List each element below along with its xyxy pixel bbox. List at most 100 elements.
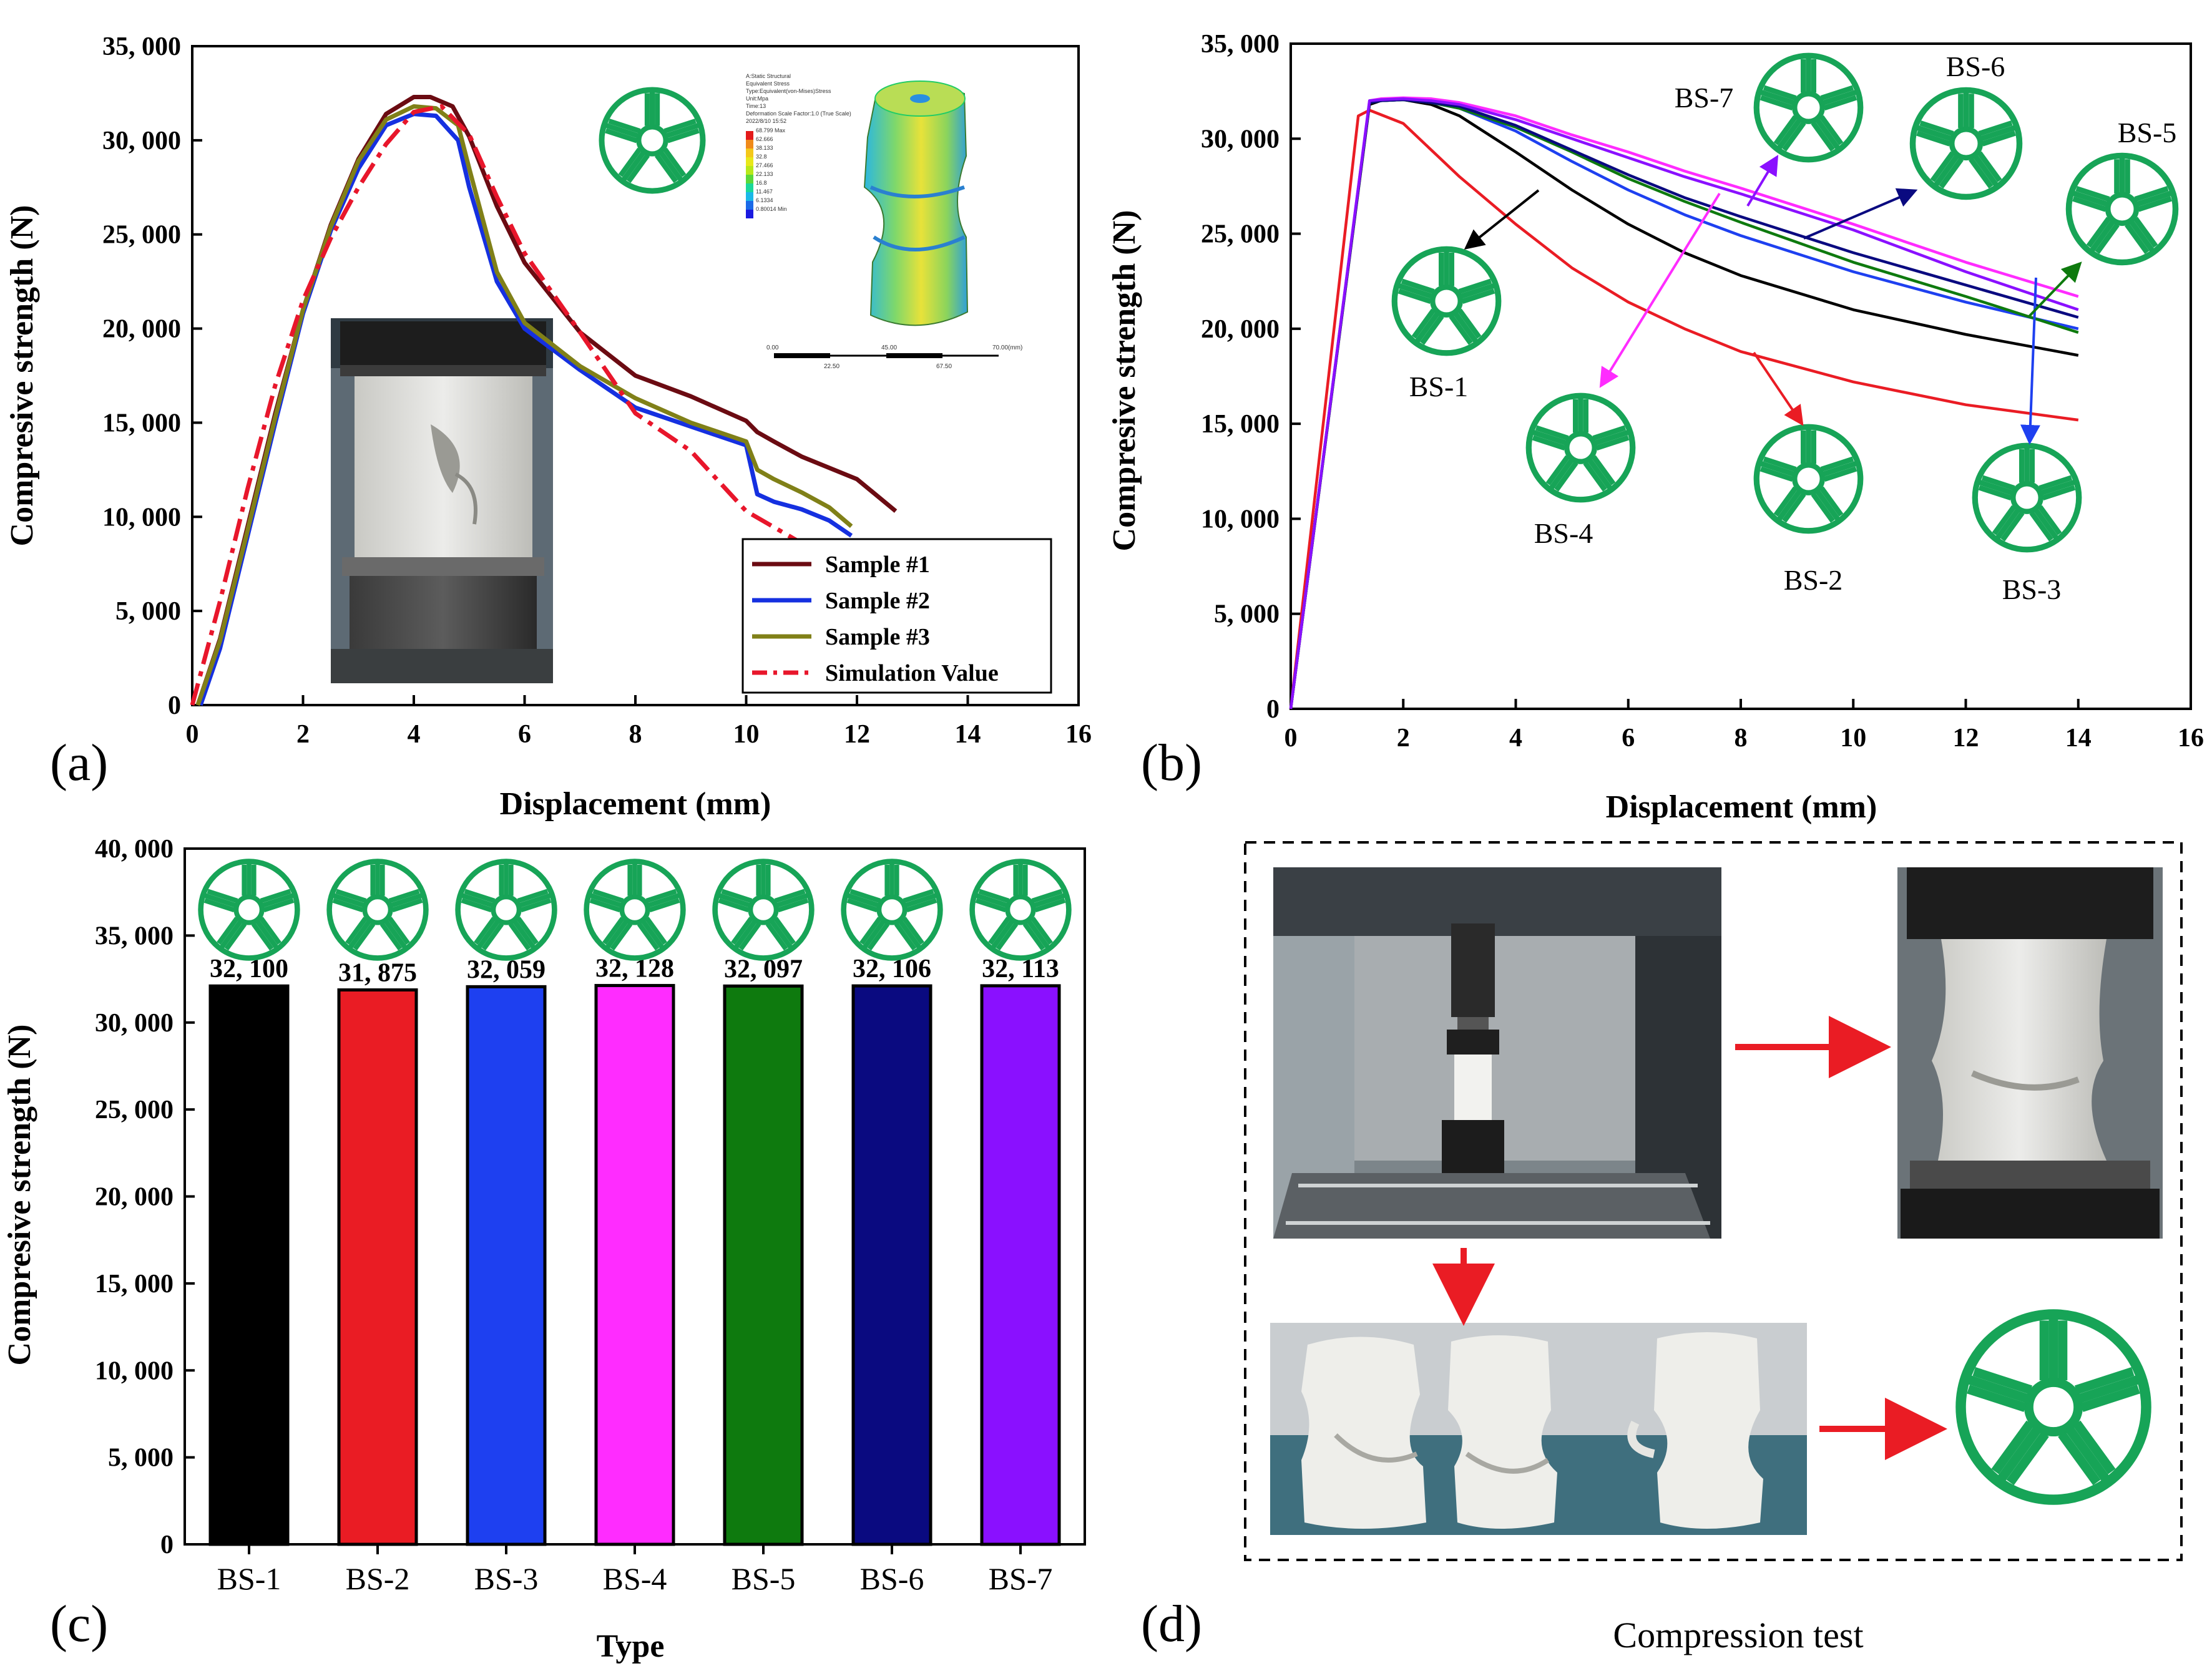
bar-bs-2 <box>337 988 418 1546</box>
svg-text:45.00: 45.00 <box>881 344 897 351</box>
y-tick-label: 0 <box>168 691 181 720</box>
wheel-design-icon <box>1961 1315 2146 1500</box>
panel-d: (d) Compression test <box>1141 841 2183 1655</box>
y-tick-label: 25, 000 <box>102 221 181 250</box>
bs7-wheel-icon <box>1756 56 1861 160</box>
y-tick-label: 20, 000 <box>102 315 181 344</box>
y-tick-label: 35, 000 <box>1201 30 1280 59</box>
y-tick-label: 5, 000 <box>115 597 181 626</box>
y-tick-label: 35, 000 <box>95 922 174 950</box>
bs1-wheel-icon <box>1394 249 1499 353</box>
panel-b-pointer-arrows <box>1464 155 2082 445</box>
panel-c-y-label: Compresive strength (N) <box>2 1025 37 1366</box>
y-tick-label: 0 <box>160 1531 174 1559</box>
bs1-label: BS-1 <box>1409 371 1469 402</box>
bar-bs-7 <box>980 984 1061 1546</box>
y-tick-label: 15, 000 <box>1201 410 1280 439</box>
svg-text:11.467: 11.467 <box>756 188 773 195</box>
wheel-icon-bs-3 <box>458 862 555 958</box>
svg-text:62.666: 62.666 <box>756 136 773 142</box>
panel-d-frame <box>1244 841 2183 1561</box>
y-tick-label: 15, 000 <box>102 409 181 437</box>
wheel-icon-bs-6 <box>844 862 941 958</box>
bar-bs-3 <box>466 985 547 1546</box>
svg-text:22.133: 22.133 <box>756 171 773 177</box>
bs7-label: BS-7 <box>1675 82 1734 114</box>
panel-d-flow-arrows <box>1432 1016 1947 1460</box>
svg-text:38.133: 38.133 <box>756 145 773 151</box>
panel-c-wheel-icons <box>201 862 1069 958</box>
panel-a-series <box>190 95 898 706</box>
x-tick-label: 12 <box>844 720 870 749</box>
svg-text:22.50: 22.50 <box>824 363 839 370</box>
wheel-cross-section-icon <box>602 90 703 191</box>
x-tick-label: BS-6 <box>860 1561 924 1596</box>
bs6-label: BS-6 <box>1946 51 2005 82</box>
x-tick-label: 2 <box>296 720 310 749</box>
x-tick-label: 8 <box>1735 724 1748 753</box>
bs2-label: BS-2 <box>1784 564 1843 596</box>
panel-d-letter: (d) <box>1141 1595 1202 1653</box>
panel-b-letter: (b) <box>1141 734 1202 792</box>
y-tick-label: 0 <box>1266 695 1280 724</box>
x-tick-label: 16 <box>1065 720 1092 749</box>
bs3-wheel-icon <box>1975 446 2079 550</box>
legend-label: Sample #1 <box>825 552 930 578</box>
bar-bs-5 <box>723 984 804 1546</box>
y-tick-label: 5, 000 <box>1214 600 1280 629</box>
fea-stress-inset: A:Static Structural Equivalent Stress Ty… <box>746 73 1022 370</box>
svg-text:68.799 Max: 68.799 Max <box>756 127 786 134</box>
bs5-label: BS-5 <box>2118 117 2177 149</box>
x-tick-label: 10 <box>733 720 760 749</box>
y-tick-label: 10, 000 <box>1201 505 1280 533</box>
x-tick-label: BS-1 <box>217 1561 281 1596</box>
svg-text:A:Static Structural: A:Static Structural <box>746 73 791 79</box>
bar-bs-4 <box>594 983 675 1546</box>
legend-label: Simulation Value <box>825 660 999 686</box>
panel-a-letter: (a) <box>50 734 108 792</box>
bar-bs-1 <box>208 984 290 1546</box>
x-tick-label: 0 <box>186 720 199 749</box>
wheel-icon-bs-1 <box>201 862 298 958</box>
wheel-icon-bs-7 <box>972 862 1069 958</box>
x-tick-label: BS-2 <box>346 1561 410 1596</box>
panel-b-series <box>1289 96 2079 709</box>
bar-bs-6 <box>851 984 932 1546</box>
svg-text:Deformation Scale Factor:1.0 (: Deformation Scale Factor:1.0 (True Scale… <box>746 110 851 117</box>
testing-machine-photo <box>1273 867 1721 1239</box>
svg-text:Unit:Mpa: Unit:Mpa <box>746 95 768 102</box>
y-tick-label: 35, 000 <box>102 32 181 61</box>
bs4-wheel-icon <box>1529 396 1633 500</box>
svg-text:27.466: 27.466 <box>756 162 773 168</box>
series-line-sample-3 <box>195 104 853 706</box>
x-tick-label: 10 <box>1840 724 1866 753</box>
x-tick-label: 14 <box>955 720 981 749</box>
specimen-photo-inset <box>331 318 553 683</box>
panel-c-x-label: Type <box>597 1629 665 1664</box>
legend-label: Sample #3 <box>825 624 930 650</box>
x-tick-label: 12 <box>1953 724 1979 753</box>
y-tick-label: 10, 000 <box>102 503 181 532</box>
svg-text:32.8: 32.8 <box>756 153 767 160</box>
svg-text:0.80014 Min: 0.80014 Min <box>756 206 787 212</box>
x-tick-label: 14 <box>2065 724 2092 753</box>
bs3-label: BS-3 <box>2002 573 2062 605</box>
x-tick-label: 0 <box>1285 724 1298 753</box>
panel-c-letter: (c) <box>50 1595 108 1653</box>
x-tick-label: 4 <box>408 720 421 749</box>
x-tick-label: 6 <box>1622 724 1635 753</box>
x-tick-label: BS-5 <box>732 1561 796 1596</box>
x-tick-label: BS-7 <box>989 1561 1053 1596</box>
svg-text:0.00: 0.00 <box>766 344 779 351</box>
x-tick-label: 8 <box>629 720 642 749</box>
y-tick-label: 25, 000 <box>1201 220 1280 249</box>
svg-text:Type:Equivalent(von-Mises)Stre: Type:Equivalent(von-Mises)Stress <box>746 88 831 94</box>
